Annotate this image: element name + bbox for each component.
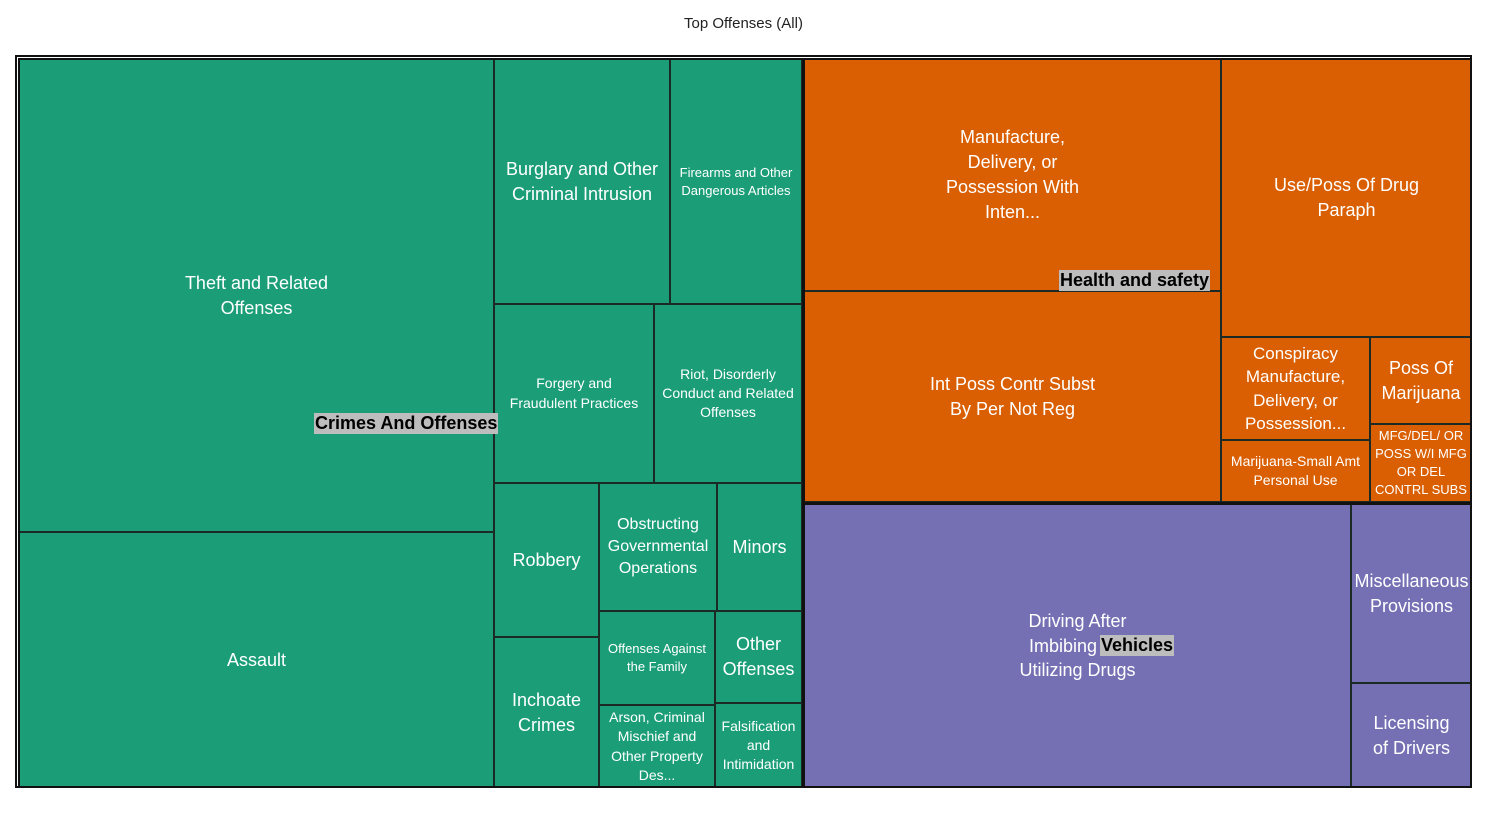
- treemap-cell-label: Assault: [226, 649, 287, 670]
- treemap-cell-label: Minors: [732, 536, 787, 557]
- treemap-cell-minors[interactable]: Minors: [717, 483, 802, 611]
- chart-title: Top Offenses (All): [684, 15, 803, 32]
- treemap-cell-assault[interactable]: Assault: [19, 532, 494, 788]
- treemap-cell-label: Robbery: [512, 549, 581, 570]
- treemap-group-label-crimes-and-offenses: Crimes And Offenses: [314, 413, 499, 434]
- treemap-cell-robbery[interactable]: Robbery: [494, 483, 599, 637]
- treemap-group-label-health-and-safety: Health and safety: [1059, 270, 1211, 291]
- treemap-group-label-vehicles: Vehicles: [1100, 635, 1175, 656]
